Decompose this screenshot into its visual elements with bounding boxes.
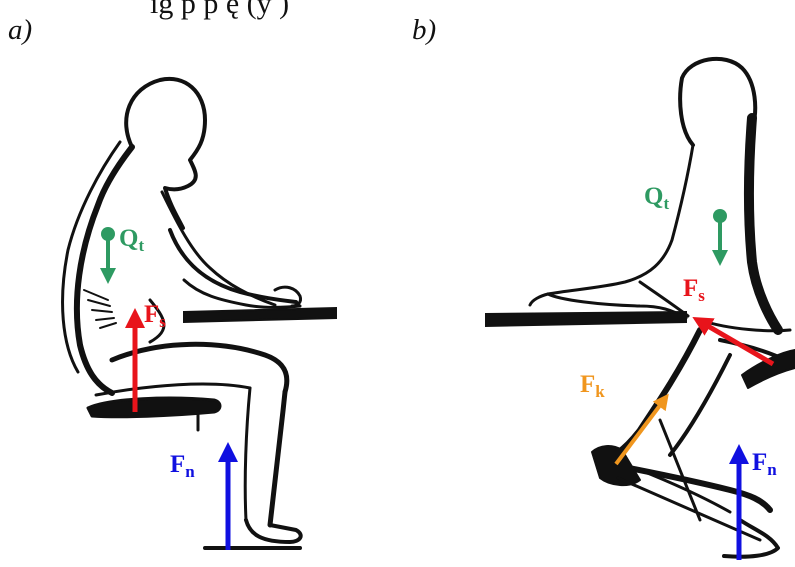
force-fk-b-letter: F <box>580 371 595 398</box>
force-fs-a-subscript: s <box>159 312 166 331</box>
force-qt-b-subscript: t <box>663 194 669 213</box>
svg-text:Fn: Fn <box>170 451 195 481</box>
svg-text:Fs: Fs <box>683 275 705 305</box>
force-qt-b: Qt <box>644 183 727 258</box>
force-qt-b-letter: Q <box>644 183 663 210</box>
force-fn-b-subscript: n <box>767 460 777 479</box>
force-qt-a: Qt <box>101 225 144 276</box>
force-fs-a: Fs <box>135 301 166 412</box>
force-fs-b-letter: F <box>683 275 698 302</box>
svg-text:Fk: Fk <box>580 371 605 401</box>
svg-text:Qt: Qt <box>644 183 669 213</box>
force-fn-b-letter: F <box>752 449 767 476</box>
force-fn-b: Fn <box>739 449 777 560</box>
figure-b-kneeling-sitter <box>530 59 795 557</box>
svg-text:Qt: Qt <box>119 225 144 255</box>
force-fs-a-letter: F <box>144 301 159 328</box>
force-fk-b-subscript: k <box>595 382 605 401</box>
svg-text:Fs: Fs <box>144 301 166 331</box>
force-fn-a-letter: F <box>170 451 185 478</box>
desk-b <box>486 312 686 326</box>
force-qt-a-subscript: t <box>138 236 144 255</box>
force-fn-a-subscript: n <box>185 462 195 481</box>
svg-text:Fn: Fn <box>752 449 777 479</box>
desk-a <box>184 308 336 322</box>
force-qt-a-letter: Q <box>119 225 138 252</box>
force-fn-a: Fn <box>170 451 228 550</box>
force-fs-b-subscript: s <box>698 286 705 305</box>
